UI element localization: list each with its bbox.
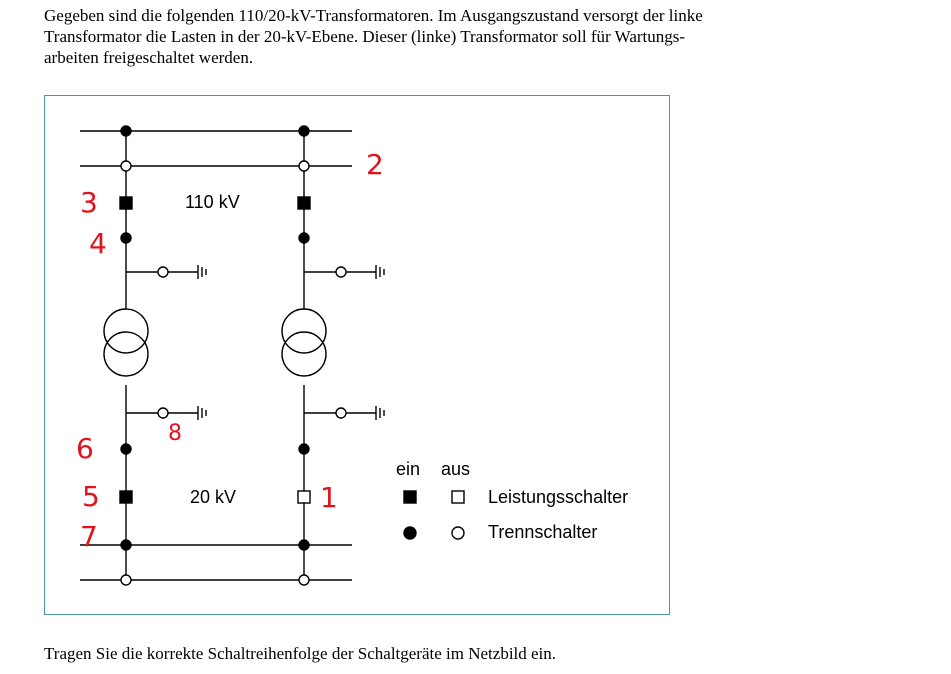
disconnector-closed xyxy=(120,232,132,244)
earthing-switch-open xyxy=(157,407,169,419)
legend: ein aus Leistungsschalter Trennschalter xyxy=(396,459,628,542)
disconnector-closed xyxy=(120,443,132,455)
circuit-breaker-closed xyxy=(119,196,133,210)
earthing-switch-open xyxy=(157,266,169,278)
annotation-1: 1 xyxy=(320,481,338,514)
disconnector-open xyxy=(120,160,132,172)
disconnector-closed xyxy=(298,443,310,455)
legend-disconnector-closed-icon xyxy=(403,526,417,540)
legend-disconnector-open-icon xyxy=(451,526,465,540)
annotation-7: 7 xyxy=(80,520,98,553)
legend-header-off: aus xyxy=(441,459,470,479)
legend-breaker-closed-icon xyxy=(403,490,417,504)
annotation-4: 4 xyxy=(89,227,107,260)
annotation-3: 3 xyxy=(80,186,98,219)
circuit-breaker-closed xyxy=(119,490,133,504)
disconnector-closed xyxy=(120,125,132,137)
right-transformer-winding-1 xyxy=(281,308,327,354)
annotation-5: 5 xyxy=(82,480,100,513)
circuit-breaker-open xyxy=(297,490,311,504)
right-transformer-winding-2 xyxy=(281,331,327,377)
legend-disconnector-label: Trennschalter xyxy=(488,522,597,542)
diagram-frame xyxy=(44,95,670,615)
disconnector-closed xyxy=(298,539,310,551)
legend-header-on: ein xyxy=(396,459,420,479)
voltage-label-20kv: 20 kV xyxy=(190,487,236,507)
handwritten-annotations: 1 2 3 4 5 6 7 8 xyxy=(76,148,384,553)
legend-breaker-open-icon xyxy=(451,490,465,504)
left-transformer-winding-2 xyxy=(103,331,149,377)
disconnector-open xyxy=(298,574,310,586)
annotation-6: 6 xyxy=(76,432,94,465)
legend-breaker-label: Leistungsschalter xyxy=(488,487,628,507)
earthing-switch-open xyxy=(335,407,347,419)
earthing-switch-open xyxy=(335,266,347,278)
instruction-text: Tragen Sie die korrekte Schaltreihenfolg… xyxy=(44,644,557,663)
disconnector-open xyxy=(120,574,132,586)
task-text: Gegeben sind die folgenden 110/20-kV-Tra… xyxy=(44,5,844,68)
task-line-3: arbeiten freigeschaltet werden. xyxy=(44,48,254,67)
left-transformer-winding-1 xyxy=(103,308,149,354)
disconnector-closed xyxy=(298,232,310,244)
disconnector-closed xyxy=(120,539,132,551)
task-line-1: Gegeben sind die folgenden 110/20-kV-Tra… xyxy=(44,6,703,25)
annotation-8: 8 xyxy=(168,421,182,446)
task-line-2: Transformator die Lasten in der 20-kV-Eb… xyxy=(44,27,686,46)
disconnector-open xyxy=(298,160,310,172)
annotation-2: 2 xyxy=(366,148,384,181)
disconnector-closed xyxy=(298,125,310,137)
circuit-breaker-closed xyxy=(297,196,311,210)
voltage-label-110kv: 110 kV xyxy=(185,192,240,212)
